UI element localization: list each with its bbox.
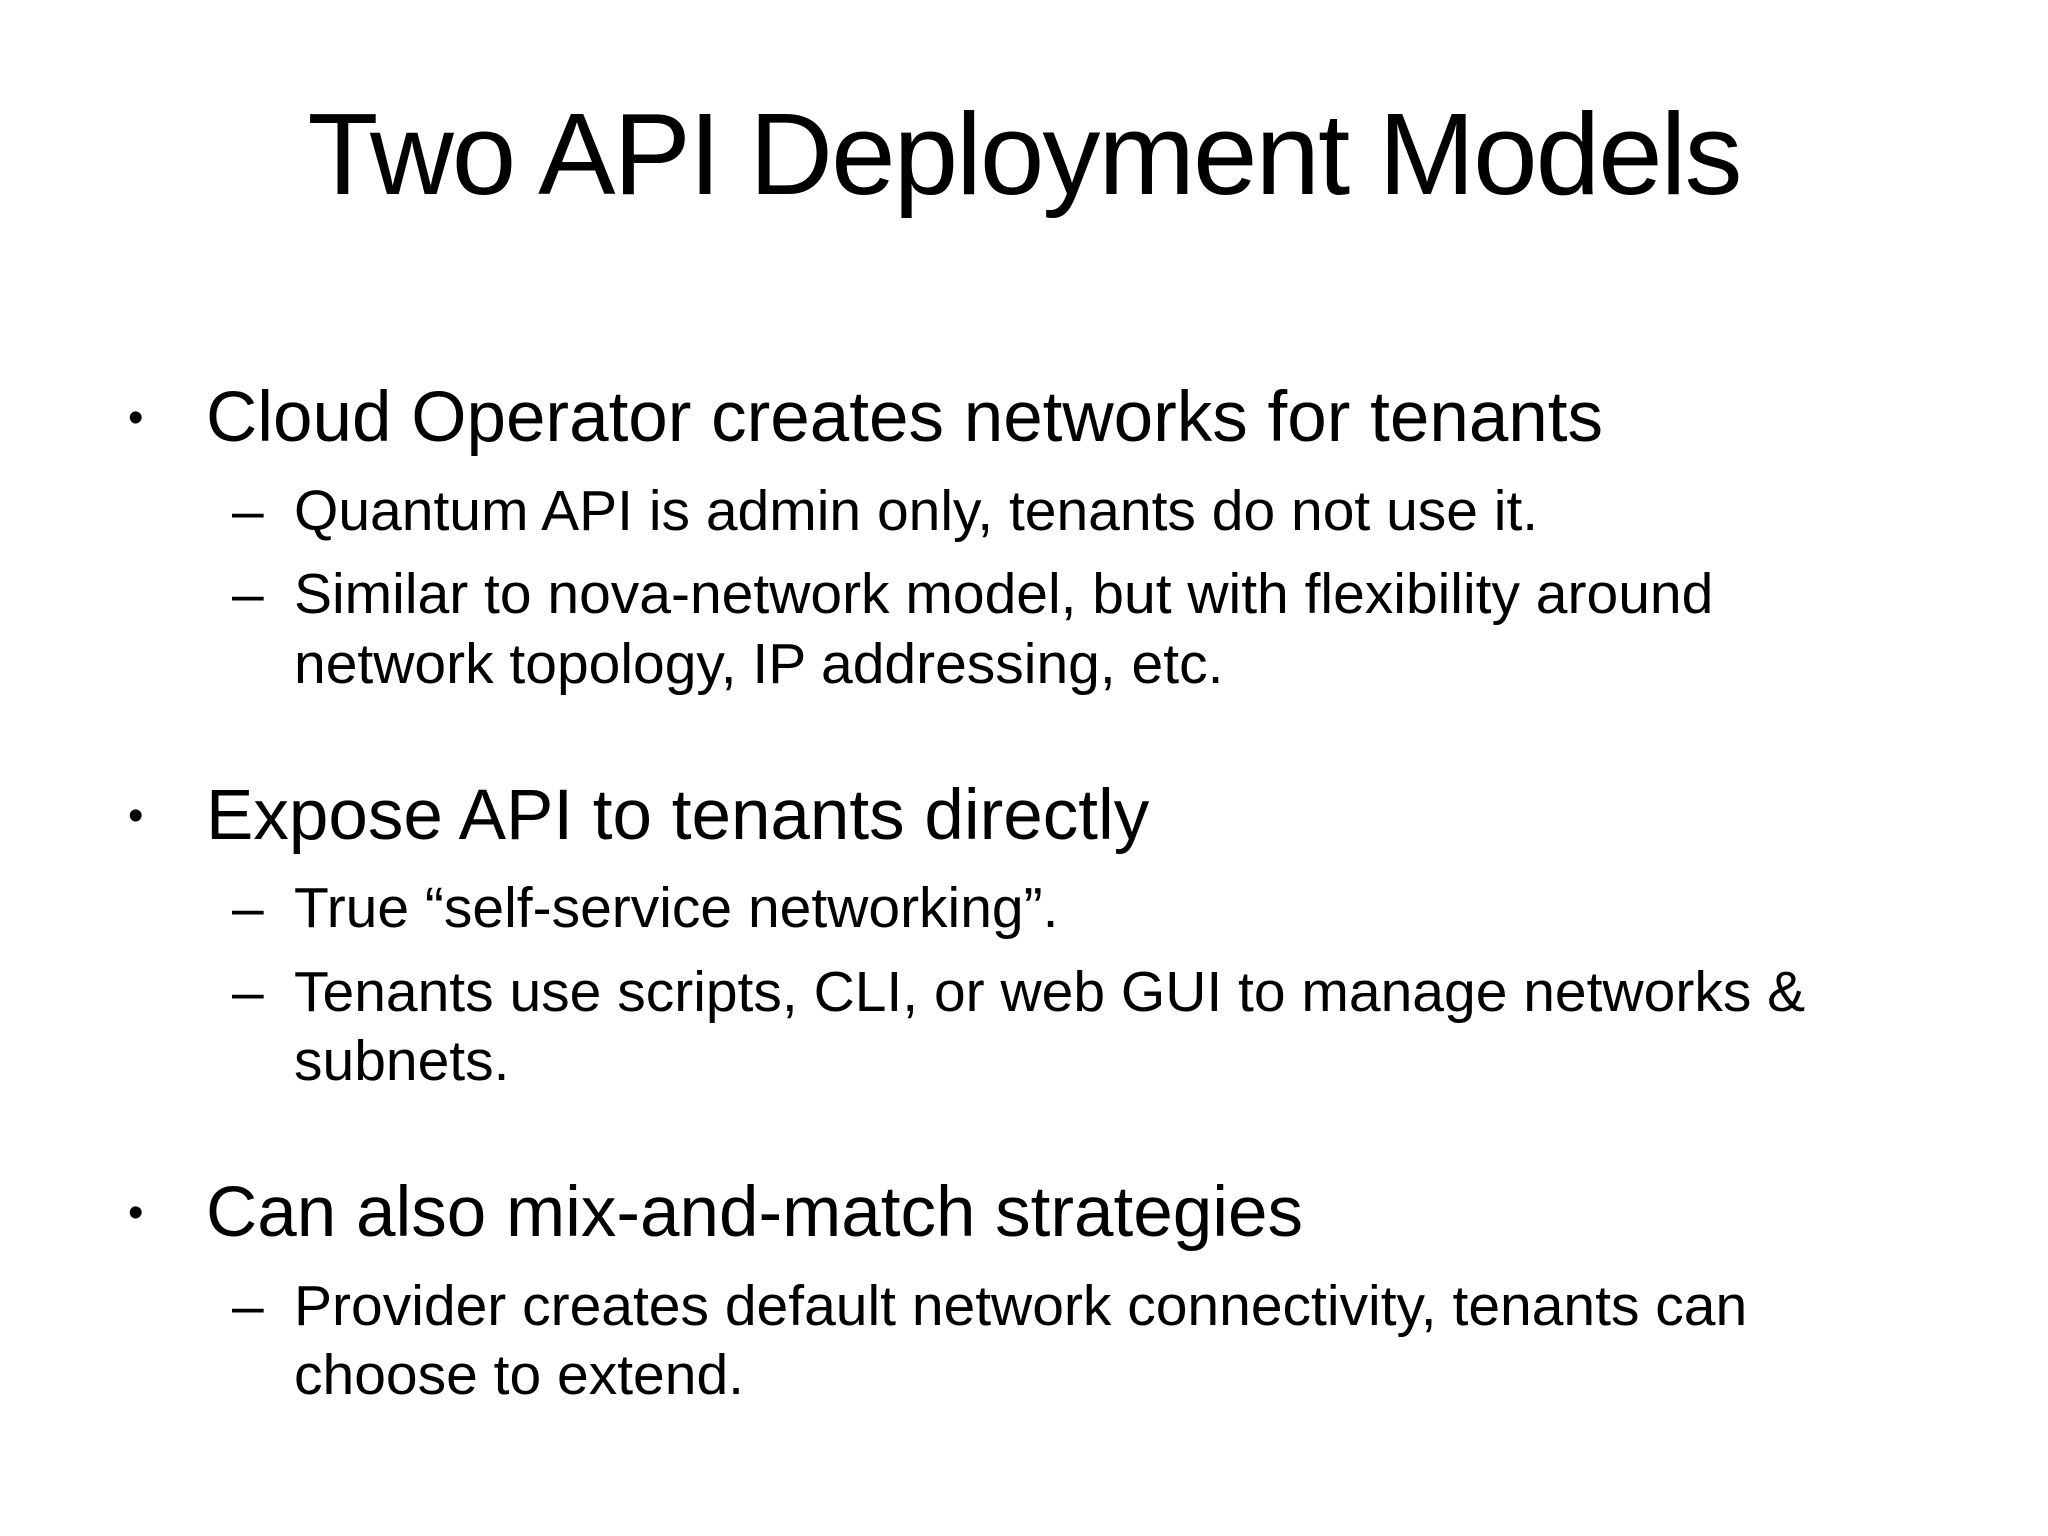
bullet-group-expose-api: • Expose API to tenants directly – True … xyxy=(128,772,1988,1097)
slide-body: • Cloud Operator creates networks for te… xyxy=(128,374,1988,1411)
dash-marker: – xyxy=(232,1273,264,1338)
sub-bullet-text: Provider creates default network connect… xyxy=(294,1273,1748,1408)
sub-bullet-item: – Similar to nova-network model, but wit… xyxy=(232,560,1988,699)
bullet-item: • Can also mix-and-match strategies xyxy=(128,1169,1988,1258)
bullet-text: Cloud Operator creates networks for tena… xyxy=(206,378,1604,458)
bullet-text: Can also mix-and-match strategies xyxy=(206,1172,1303,1252)
sub-bullet-item: – Provider creates default network conne… xyxy=(232,1272,1988,1411)
sub-bullet-text: Similar to nova-network model, but with … xyxy=(294,562,1714,696)
bullet-text: Expose API to tenants directly xyxy=(206,775,1150,855)
bullet-marker: • xyxy=(128,393,144,443)
dash-marker: – xyxy=(232,562,264,627)
sub-bullet-item: – Quantum API is admin only, tenants do … xyxy=(232,477,1988,547)
dash-marker: – xyxy=(232,478,264,543)
bullet-group-cloud-operator: • Cloud Operator creates networks for te… xyxy=(128,374,1988,699)
dash-marker: – xyxy=(232,876,264,941)
slide-title: Two API Deployment Models xyxy=(307,89,1743,219)
sub-bullet-text: Quantum API is admin only, tenants do no… xyxy=(294,478,1539,543)
bullet-item: • Cloud Operator creates networks for te… xyxy=(128,374,1988,463)
sub-bullet-text: True “self-service networking”. xyxy=(294,876,1059,941)
sub-bullet-text: Tenants use scripts, CLI, or web GUI to … xyxy=(294,959,1806,1094)
bullet-marker: • xyxy=(128,1187,144,1237)
bullet-group-mix-and-match: • Can also mix-and-match strategies – Pr… xyxy=(128,1169,1988,1411)
sub-bullet-item: – True “self-service networking”. xyxy=(232,874,1988,944)
bullet-marker: • xyxy=(128,790,144,840)
sub-bullet-item: – Tenants use scripts, CLI, or web GUI t… xyxy=(232,958,1988,1097)
bullet-item: • Expose API to tenants directly xyxy=(128,772,1988,861)
dash-marker: – xyxy=(232,959,264,1024)
